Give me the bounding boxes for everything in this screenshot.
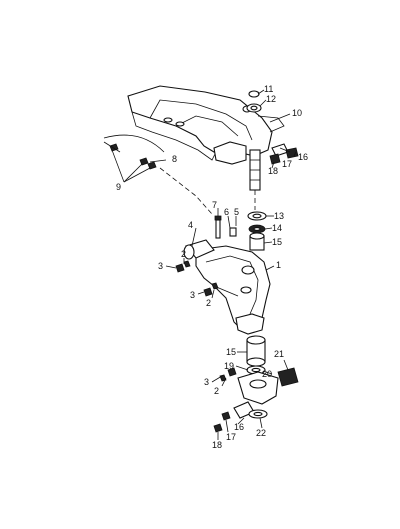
callout-20: 20: [262, 369, 272, 379]
callout-16-top: 16: [298, 152, 308, 162]
callout-16-bottom: 16: [234, 422, 244, 432]
lower-bushing-part: [246, 335, 266, 367]
upper-bracket-part: [127, 85, 285, 165]
callout-18-top: 18: [268, 166, 278, 176]
callout-3-lower: 3: [204, 377, 209, 387]
lower-knuckle-part: [237, 367, 299, 405]
callout-4: 4: [188, 220, 193, 230]
callout-2-upper: 2: [181, 249, 186, 259]
callout-15-top: 15: [272, 237, 282, 247]
callout-14: 14: [272, 223, 282, 233]
callout-10: 10: [292, 108, 302, 118]
callout-17-bottom: 17: [226, 432, 236, 442]
shaft-washers-part: [247, 211, 267, 251]
callout-labels: 11 12 10 16 17 18 8 9 7 6 5 13 14 4 15 1…: [116, 84, 308, 450]
callout-7: 7: [212, 200, 217, 210]
callout-9: 9: [116, 182, 121, 192]
callout-3-middle: 3: [190, 290, 195, 300]
callout-19: 19: [224, 361, 234, 371]
housing-bolt-part: [214, 215, 237, 239]
housing-screws-part: [175, 260, 219, 297]
callout-2-middle: 2: [206, 298, 211, 308]
left-screws-part: [103, 134, 213, 215]
callout-3-upper: 3: [158, 261, 163, 271]
callout-15-bottom: 15: [226, 347, 236, 357]
callout-12: 12: [266, 94, 276, 104]
callout-17-top: 17: [282, 159, 292, 169]
upper-clip-part: [269, 143, 299, 165]
callout-21: 21: [274, 349, 284, 359]
callout-11: 11: [264, 84, 273, 94]
main-housing-part: [195, 245, 271, 335]
callout-6: 6: [224, 207, 229, 217]
callout-2-lower: 2: [214, 386, 219, 396]
vertical-shaft-part: [249, 149, 261, 210]
callout-22: 22: [256, 428, 266, 438]
callout-5: 5: [234, 207, 239, 217]
callout-8: 8: [172, 154, 177, 164]
leader-lines: [111, 89, 297, 440]
callout-13: 13: [274, 211, 284, 221]
top-nut-part: [246, 90, 262, 113]
lower-clip-part: [213, 401, 268, 433]
side-cylinder-part: [183, 239, 215, 260]
lower-washer-part: [246, 365, 266, 375]
callout-1: 1: [276, 260, 281, 270]
callout-18-bottom: 18: [212, 440, 222, 450]
